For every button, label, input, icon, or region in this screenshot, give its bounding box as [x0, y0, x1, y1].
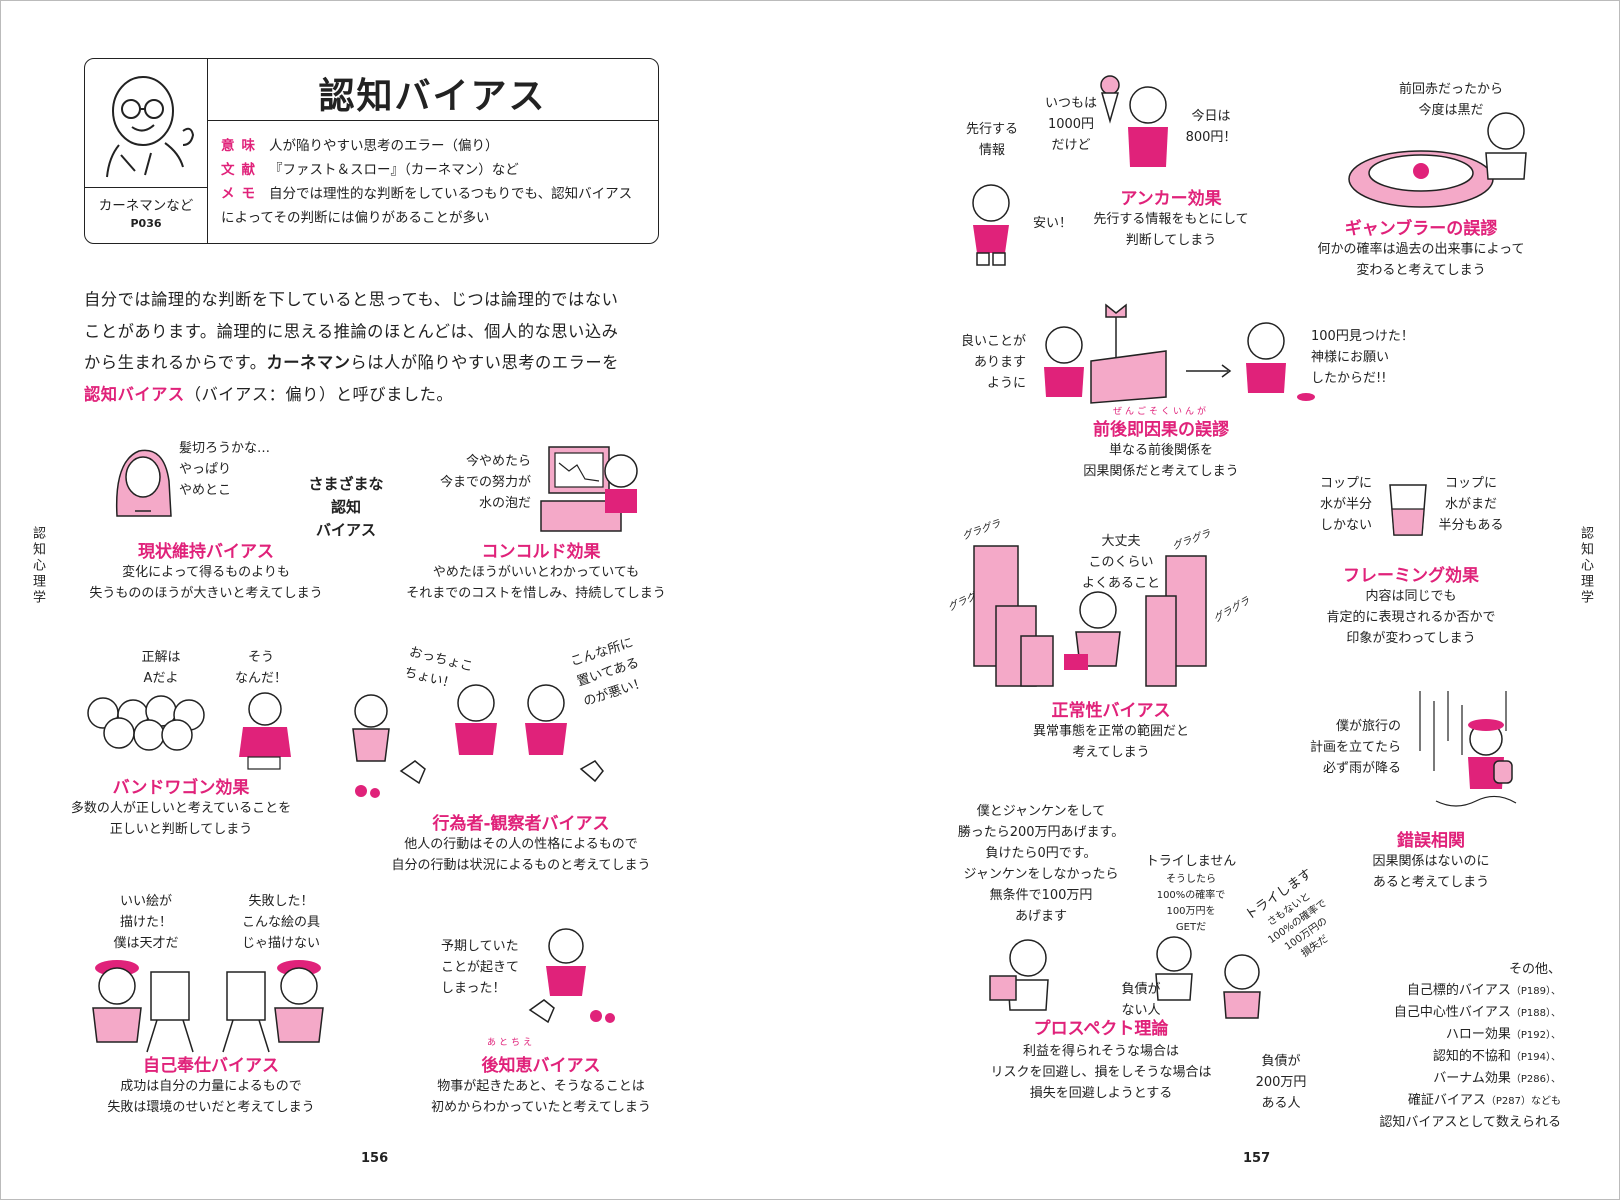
- hindsight-title: 後知恵バイアス: [481, 1056, 601, 1076]
- illusory-bubble: 僕が旅行の 計画を立てたら 必ず雨が降る: [1309, 719, 1401, 776]
- prospect-label-no-debt: 負債が ない人: [1121, 982, 1161, 1018]
- bandwagon-bubble-2: そう なんだ！: [234, 650, 287, 686]
- post-hoc-bubble-2: 100円見つけた！ 神様にお願い したからだ!!: [1311, 329, 1414, 386]
- anchor-bubble-2: いつもは 1000円 だけど: [1044, 96, 1097, 153]
- illusory-desc: 因果関係はないのに あると考えてしまう: [1372, 854, 1490, 890]
- center-label: さまざまな 認知 バイアス: [308, 475, 384, 539]
- illusory-title: 錯誤相関: [1397, 831, 1465, 851]
- normalcy-buildings-illustration: [973, 545, 1207, 687]
- page-number-left: 156: [361, 1151, 389, 1166]
- post-hoc-ruby: ぜんごそくいんが: [1112, 407, 1209, 417]
- hindsight-illustration: [528, 928, 615, 1024]
- post-hoc-bubble-1: 良いことが あります ように: [960, 334, 1026, 391]
- gambler-title: ギャンブラーの誤謬: [1344, 219, 1498, 239]
- status-quo-title: 現状維持バイアス: [138, 542, 274, 562]
- status-quo-bubble: 髪切ろうかな… やっぱり やめとこ: [179, 441, 271, 498]
- side-label-right: 認知心理学: [1578, 526, 1593, 606]
- hindsight-ruby: あとちえ: [486, 1038, 535, 1048]
- concorde-bubble: 今やめたら 今までの努力が 水の泡だ: [439, 454, 531, 511]
- bandwagon-title: バンドワゴン効果: [112, 778, 250, 798]
- prospect-title: プロスペクト理論: [1033, 1019, 1169, 1039]
- prospect-label-debt: 負債が 200万円 ある人: [1255, 1054, 1307, 1111]
- actor-observer-desc: 他人の行動はその人の性格によるもので 自分の行動は状況によるものと考えてしまう: [391, 837, 651, 873]
- concorde-illustration: [540, 446, 638, 532]
- self-serving-illustration: [92, 960, 324, 1053]
- anchor-bubble-4: 安い！: [1033, 216, 1073, 231]
- post-hoc-desc: 単なる前後関係を 因果関係だと考えてしまう: [1083, 443, 1239, 479]
- gambler-desc: 何かの確率は過去の出来事によって 変わると考えてしまう: [1317, 242, 1525, 278]
- person-label: カーネマンなど P036: [98, 198, 194, 230]
- actor-observer-title: 行為者-観察者バイアス: [432, 814, 610, 834]
- side-label-left: 認知心理学: [30, 526, 45, 606]
- post-hoc-illustration: [1044, 303, 1315, 404]
- framing-cup-illustration: [1389, 484, 1427, 536]
- anchor-bubble-1: 先行する 情報: [965, 122, 1018, 158]
- normalcy-sfx-4: グラグラ: [1211, 595, 1253, 625]
- prospect-illustration: [989, 936, 1261, 1019]
- anchor-vendor-illustration: [1100, 75, 1168, 167]
- status-quo-desc: 変化によって得るものよりも 失うもののほうが大きいと考えてしまう: [89, 565, 323, 601]
- post-hoc-title: 前後即因果の誤謬: [1093, 420, 1229, 440]
- gambler-roulette-illustration: [1348, 112, 1527, 208]
- hindsight-bubble: 予期していた ことが起きて しまった！: [441, 939, 520, 996]
- framing-desc: 内容は同じでも 肯定的に表現されるか否かで 印象が変わってしまう: [1326, 589, 1496, 646]
- anchor-title: アンカー効果: [1120, 189, 1222, 209]
- prospect-desc: 利益を得られそうな場合は リスクを回避し、損をしそうな場合は 損失を回避しようと…: [990, 1044, 1212, 1101]
- illusory-rain-illustration: [1419, 691, 1517, 807]
- self-serving-bubble-2: 失敗した！ こんな絵の具 じゃ描けない: [241, 894, 320, 951]
- bandwagon-bubble-1: 正解は Aだよ: [141, 650, 181, 686]
- body-text: 自分では論理的な判断を下していると思っても、じつは論理的ではない ことがあります…: [84, 290, 619, 404]
- actor-observer-illustration: [352, 684, 604, 798]
- concorde-title: コンコルド効果: [481, 542, 601, 562]
- anchor-desc: 先行する情報をもとにして 判断してしまう: [1093, 212, 1249, 248]
- page-number-right: 157: [1243, 1151, 1271, 1166]
- normalcy-desc: 異常事態を正常の範囲だと 考えてしまう: [1032, 724, 1189, 760]
- others-list: その他、 自己標的バイアス（P189）、 自己中心性バイアス（P188）、 ハロ…: [1379, 962, 1561, 1130]
- anchor-bubble-3: 今日は 800円！: [1185, 109, 1237, 145]
- self-serving-bubble-1: いい絵が 描けた！ 僕は天才だ: [113, 894, 179, 951]
- bandwagon-desc: 多数の人が正しいと考えていることを 正しいと判断してしまう: [70, 801, 292, 837]
- normalcy-title: 正常性バイアス: [1051, 701, 1171, 721]
- bandwagon-illustration: [87, 692, 291, 770]
- self-serving-title: 自己奉仕バイアス: [143, 1056, 279, 1076]
- framing-title: フレーミング効果: [1343, 566, 1479, 586]
- framing-bubble-2: コップに 水がまだ 半分もある: [1438, 476, 1504, 533]
- header-box: 認知バイアス 意味人が陥りやすい思考のエラー（偏り） 文献『ファスト＆スロー』（…: [84, 58, 659, 244]
- concorde-desc: やめたほうがいいとわかっていても それまでのコストを惜しみ、持続してしまう: [406, 565, 666, 601]
- prospect-bubble-decline: トライしません そうしたら 100%の確率で 100万円を GETだ: [1145, 854, 1237, 933]
- status-quo-illustration: [115, 449, 172, 517]
- framing-bubble-1: コップに 水が半分 しかない: [1319, 476, 1372, 533]
- page-title: 認知バイアス: [318, 76, 547, 117]
- kahneman-portrait: [106, 76, 195, 178]
- normalcy-bubble: 大丈夫 このくらい よくあること: [1081, 534, 1160, 591]
- self-serving-desc: 成功は自分の力量によるもので 失敗は環境のせいだと考えてしまう: [107, 1079, 315, 1115]
- meta-block: 意味人が陥りやすい思考のエラー（偏り） 文献『ファスト＆スロー』（カーネマン）な…: [221, 138, 633, 226]
- gambler-bubble: 前回赤だったから 今度は黒だ: [1398, 82, 1503, 118]
- prospect-bubble-host: 僕とジャンケンをして 勝ったら200万円あげます。 負けたら0円です。 ジャンケ…: [957, 804, 1125, 924]
- hindsight-desc: 物事が起きたあと、そうなることは 初めからわかっていたと考えてしまう: [431, 1079, 651, 1115]
- anchor-child-illustration: [972, 184, 1010, 266]
